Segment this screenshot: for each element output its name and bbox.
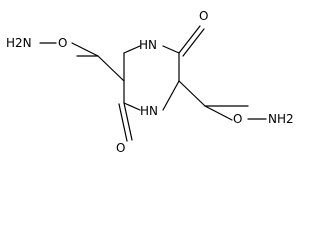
atom-label-nh2-right: NH2 [268,112,294,126]
bond-right-ch2 [178,80,206,107]
bond-carbonyl-top-a [178,25,201,54]
bond-ring-bottom-left [123,102,141,111]
atom-label-o-carbonyl-top: O [199,9,208,23]
atom-label-o-carbonyl-bottom: O [116,141,125,155]
bond-carbonyl-bottom-a [123,102,133,141]
atom-label-o-right: O [233,112,242,126]
molecule-structure-diagram: H2N O HN O HN O O NH2 [6,9,294,155]
atom-label-nh-bottom: HN [140,104,158,118]
bond-carbonyl-top-b [182,28,205,57]
bond-left-ch2 [97,55,125,82]
bond-left-o-ch2 [71,42,99,57]
bond-ring-top-left [123,45,141,54]
bond-ring-right-lower [162,80,180,111]
atom-label-nh-top: HN [139,38,157,52]
atom-label-nh2-left: H2N [6,36,32,50]
structure-canvas: H2N O HN O HN O O NH2 [6,9,294,155]
bond-ring-top-right [162,45,180,54]
bond-carbonyl-bottom-b [118,103,128,142]
atom-label-o-left: O [58,36,67,50]
bond-right-o-ch2 [204,105,233,121]
